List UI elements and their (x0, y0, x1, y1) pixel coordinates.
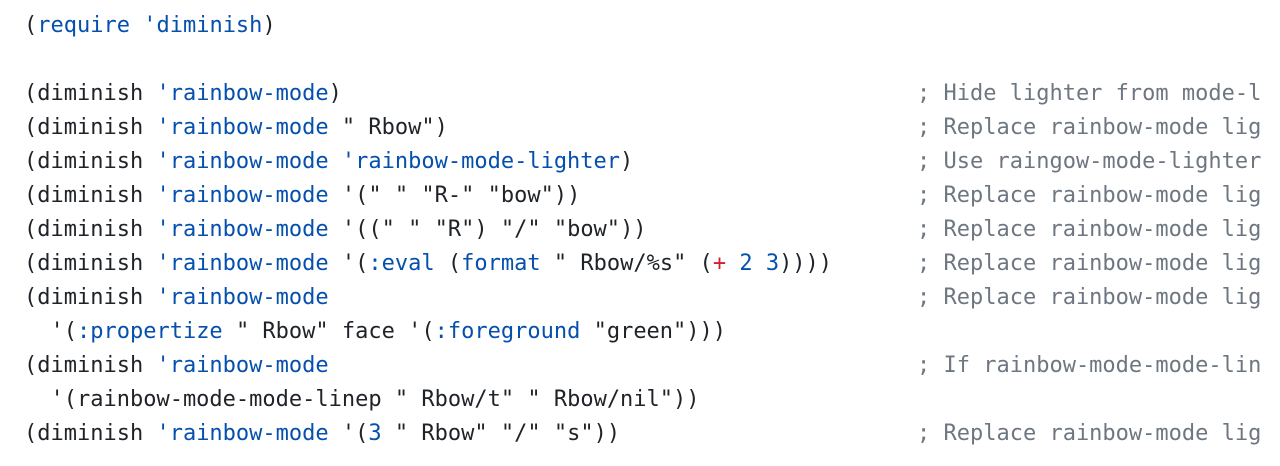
code-token-plain (514, 387, 527, 412)
code-token-plain: (diminish (24, 149, 157, 174)
code-line: (diminish 'rainbow-mode '(" " "R-" "bow"… (24, 179, 580, 213)
code-token-kw: :foreground (434, 319, 581, 344)
code-token-plain (726, 251, 739, 276)
code-token-plain (329, 115, 342, 140)
code-comment: ; Replace rainbow-mode lig (917, 251, 1262, 276)
code-token-str: "green" (593, 319, 687, 344)
code-token-sym: 'rainbow-mode (156, 353, 329, 378)
code-token-plain: (diminish (24, 81, 157, 106)
code-token-plain: ( (686, 251, 713, 276)
code-token-sym: 'rainbow-mode (156, 285, 329, 310)
code-comment: ; Replace rainbow-mode lig (917, 285, 1262, 310)
code-line: (diminish 'rainbow-mode 'rainbow-mode-li… (24, 145, 633, 179)
code-token-plain: )))) (779, 251, 833, 276)
code-comment: ; If rainbow-mode-mode-lin (917, 353, 1262, 378)
code-token-fn: format (461, 251, 541, 276)
code-token-sym: 'diminish (143, 13, 263, 38)
code-token-sym: 'rainbow-mode (156, 217, 329, 242)
code-comment: ; Use raingow-mode-lighter (917, 149, 1262, 174)
code-token-plain: ( (24, 13, 38, 38)
code-token-sym: 'rainbow-mode (156, 251, 329, 276)
code-token-str: " " "R-" "bow" (368, 183, 554, 208)
code-token-plain: (diminish (24, 217, 157, 242)
code-token-plain: '(( (328, 217, 382, 242)
code-token-kw: :propertize (76, 319, 223, 344)
code-token-plain: ))) (686, 319, 727, 344)
code-token-sym: 'rainbow-mode (156, 81, 329, 106)
code-token-num: 3 (765, 251, 780, 276)
code-token-plain: '( (328, 183, 369, 208)
code-token-sym: 'rainbow-mode (156, 115, 329, 140)
code-token-sym: 'rainbow-mode-lighter (341, 149, 621, 174)
code-token-plain (580, 319, 593, 344)
code-token-str: " Rbow/t" (394, 387, 515, 412)
code-token-plain: '( (24, 319, 77, 344)
code-token-plain (329, 149, 342, 174)
code-token-plain: (diminish (24, 353, 157, 378)
code-comment: ; Hide lighter from mode-l (917, 81, 1262, 106)
code-token-sym: 'rainbow-mode (156, 183, 329, 208)
code-token-plain: (diminish (24, 183, 157, 208)
code-token-plain: (diminish (24, 251, 157, 276)
code-token-plain: (diminish (24, 421, 157, 446)
code-token-str: " Rbow/nil" (527, 387, 674, 412)
code-line: (diminish 'rainbow-mode (24, 349, 329, 383)
code-token-str: "/" "bow" (500, 217, 621, 242)
code-token-plain: (diminish (24, 115, 157, 140)
code-token-plain: '(rainbow-mode-mode-linep (24, 387, 395, 412)
code-token-plain: (diminish (24, 285, 157, 310)
code-comment: ; Replace rainbow-mode lig (917, 217, 1262, 242)
code-comment: ; Replace rainbow-mode lig (917, 421, 1262, 446)
code-token-plain: '( (328, 421, 369, 446)
code-token-plain: )) (553, 183, 581, 208)
code-token-str: " Rbow/%s" (553, 251, 687, 276)
code-comment: ; Replace rainbow-mode lig (917, 115, 1262, 140)
code-token-plain: )) (620, 217, 647, 242)
code-token-plain: '( (328, 251, 369, 276)
code-token-plain: )) (593, 421, 621, 446)
code-line: '(rainbow-mode-mode-linep " Rbow/t" " Rb… (24, 383, 700, 417)
code-token-op: + (712, 251, 727, 276)
code-token-str: " Rbow" (235, 319, 329, 344)
code-token-num: 3 (368, 421, 382, 446)
code-token-plain (130, 13, 143, 38)
code-line: '(:propertize " Rbow" face '(:foreground… (24, 315, 726, 349)
code-token-plain: ) (474, 217, 501, 242)
code-token-sym: 'rainbow-mode (156, 149, 329, 174)
code-line: (diminish 'rainbow-mode " Rbow") (24, 111, 448, 145)
code-token-plain: ( (434, 251, 462, 276)
code-token-plain: )) (673, 387, 700, 412)
code-token-kw: :eval (368, 251, 435, 276)
code-token-plain (753, 251, 766, 276)
code-token-plain (541, 251, 554, 276)
code-token-str: " Rbow" (341, 115, 435, 140)
code-token-str: " Rbow" "/" "s" (394, 421, 594, 446)
code-token-sym: 'rainbow-mode (156, 421, 329, 446)
code-line: (diminish 'rainbow-mode) (24, 77, 342, 111)
code-token-plain (382, 421, 395, 446)
code-comment: ; Replace rainbow-mode lig (917, 183, 1262, 208)
code-token-plain: ) (328, 81, 342, 106)
code-line: (diminish 'rainbow-mode '(3 " Rbow" "/" … (24, 417, 620, 451)
code-token-plain: face '( (328, 319, 435, 344)
code-token-plain (223, 319, 236, 344)
code-token-plain: ) (620, 149, 634, 174)
code-token-plain: ) (434, 115, 448, 140)
code-token-plain: ) (262, 13, 276, 38)
code-token-str: " " "R" (381, 217, 475, 242)
code-line: (diminish 'rainbow-mode '(:eval (format … (24, 247, 832, 281)
code-line: (diminish 'rainbow-mode (24, 281, 329, 315)
code-line: (require 'diminish) (24, 9, 276, 43)
code-token-num: 2 (739, 251, 753, 276)
code-token-fn: require (37, 13, 130, 38)
code-line: (diminish 'rainbow-mode '((" " "R") "/" … (24, 213, 647, 247)
